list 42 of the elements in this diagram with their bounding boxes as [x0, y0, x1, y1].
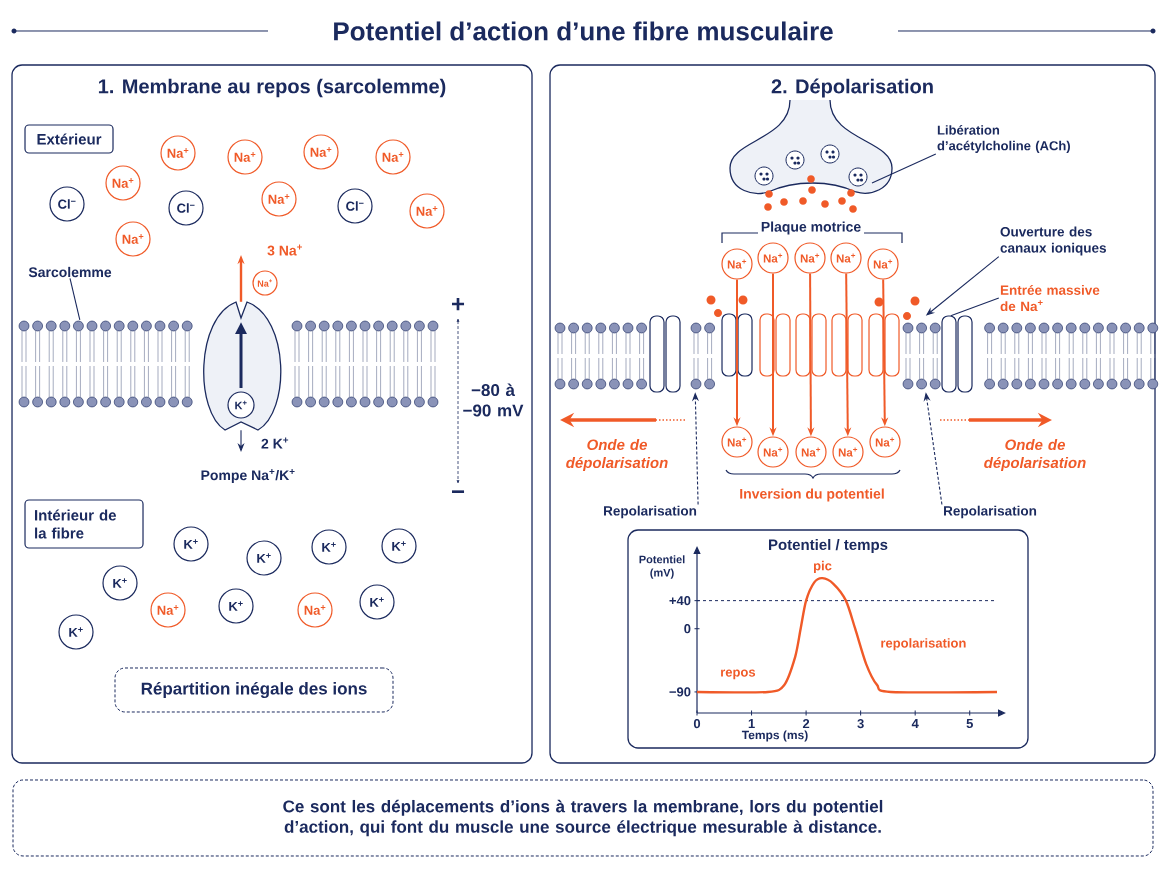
callout-text: Repolarisation [604, 505, 697, 519]
curve-label: pic [814, 560, 832, 573]
bracket-label: Plaque motrice [761, 221, 861, 235]
membrane-drawing [18, 320, 193, 408]
callout-text: Ouverture des canaux ioniques [1000, 226, 1106, 256]
note-box: Répartition inégale des ions [114, 667, 394, 713]
x-tick-label: 5 [966, 719, 973, 729]
pump-label: Pompe Na$^{+}$/K$^{+}$ [201, 469, 295, 483]
callout-text: Sarcolemme [28, 266, 112, 278]
membrane-drawing [902, 315, 1159, 393]
y-tick-label: +40 [669, 596, 691, 606]
wave-label: Onde de dépolarisation [984, 439, 1086, 471]
axis-label: Temps (ms) [741, 730, 808, 742]
label-box: Intérieur de la fibre [24, 499, 144, 549]
chart-title: Potentiel / temps [769, 539, 888, 553]
axis-label: Potentiel (mV) [639, 555, 685, 579]
line-series [695, 576, 999, 694]
membrane-drawing [554, 315, 715, 393]
voltage-label: −80 à −90 mV [463, 383, 524, 417]
x-tick-label: 0 [693, 719, 701, 729]
x-tick-label: 4 [911, 719, 919, 728]
callout-text: Entrée massive de Na$^{+}$ [1000, 284, 1100, 312]
label-box: Extérieur [24, 124, 114, 154]
y-tick-label: −90 [669, 687, 691, 697]
polarity-sign: − [452, 490, 465, 493]
callout-text: Libération d’acétylcholine (ACh) [937, 125, 1070, 153]
title: Potentiel d’action d’une fibre musculaire [334, 21, 833, 41]
note-box: Ce sont les déplacements d’ions à travers la membrane, lors du potentiel d’action, qui font du muscle une source électrique mesurable à distance. [12, 779, 1154, 857]
curve-label: repolarisation [881, 638, 966, 651]
callout-text: Repolarisation [944, 505, 1037, 519]
curve-label: repos [721, 669, 756, 680]
wave-label: Onde de dépolarisation [566, 439, 668, 471]
x-tick-label: 1 [748, 719, 755, 728]
membrane-drawing [291, 320, 439, 408]
edge-label: 3 Na$^{+}$ [266, 243, 304, 257]
y-tick-label: 0 [684, 624, 691, 634]
edge-label: 2 K$^{+}$ [260, 436, 290, 450]
x-tick-label: 2 [802, 719, 810, 729]
bracket-label: Inversion du potentiel [740, 488, 884, 502]
pump-drawing [203, 301, 282, 431]
x-tick-label: 3 [857, 719, 864, 729]
polarity-sign: + [452, 297, 465, 311]
